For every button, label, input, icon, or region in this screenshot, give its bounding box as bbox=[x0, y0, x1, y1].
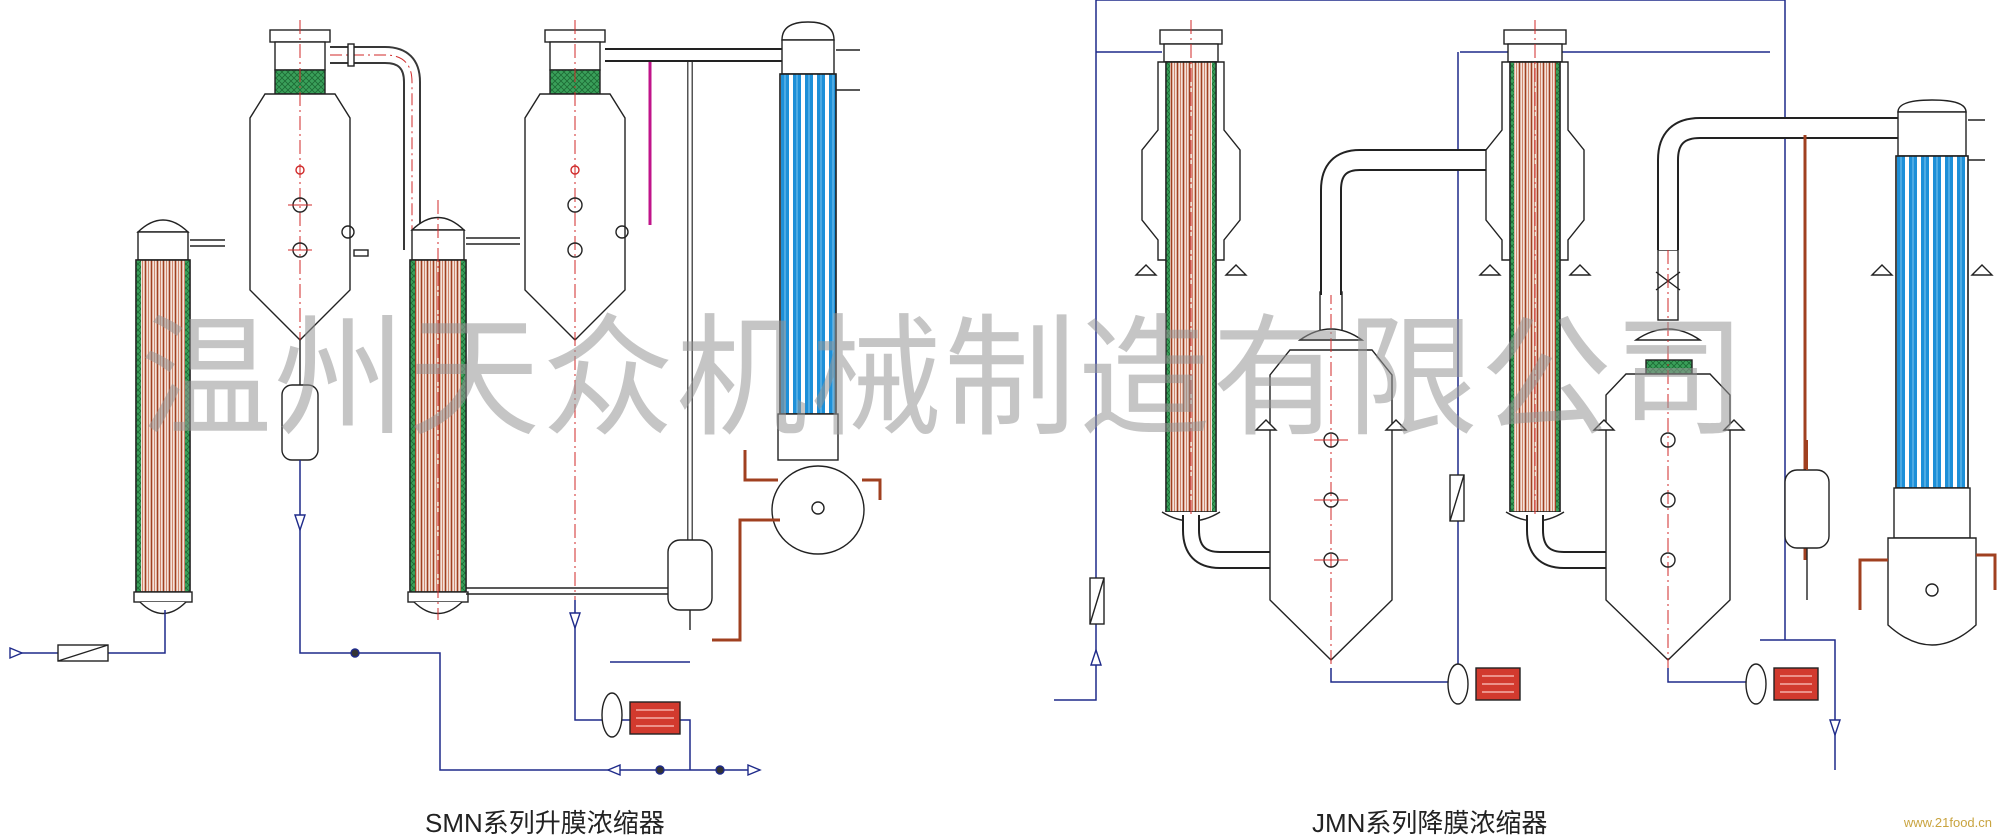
pump-smn bbox=[601, 692, 681, 738]
vapour-pipe-1 bbox=[330, 43, 421, 257]
condenser-smn bbox=[743, 21, 882, 555]
jmn-separator-2 bbox=[1592, 249, 1746, 668]
jmn-separator-1 bbox=[1254, 290, 1408, 668]
pump-jmn-1 bbox=[1447, 663, 1521, 705]
caption-jmn: JMN系列降膜浓缩器 bbox=[1312, 808, 1548, 838]
receiver-tank-smn bbox=[667, 518, 780, 642]
process-lines-jmn bbox=[1330, 668, 1757, 700]
condenser-jmn bbox=[1858, 99, 1997, 646]
receiver-tank-jmn bbox=[1784, 440, 1830, 600]
separator-2 bbox=[524, 20, 785, 660]
calandria-2 bbox=[407, 200, 670, 620]
feed-flowmeter bbox=[9, 644, 109, 662]
separator-1 bbox=[249, 20, 355, 461]
preheater-column bbox=[133, 219, 225, 615]
smn-system bbox=[9, 20, 882, 777]
jmn-vapour-pipe-2 bbox=[1657, 117, 1900, 250]
jmn-flowmeters bbox=[1089, 474, 1841, 738]
discharge-arrows-smn bbox=[350, 648, 762, 777]
falling-film-column-2 bbox=[1478, 20, 1592, 522]
falling-film-column-1 bbox=[1134, 20, 1248, 522]
jmn-system bbox=[1054, 0, 1997, 770]
caption-smn: SMN系列升膜浓缩器 bbox=[425, 808, 665, 838]
site-watermark: www.21food.cn bbox=[1903, 815, 1992, 830]
outlet-arrow-1 bbox=[294, 514, 581, 631]
jmn-vapour-pipe-1 bbox=[1320, 149, 1500, 295]
pump-jmn-2 bbox=[1745, 663, 1819, 705]
